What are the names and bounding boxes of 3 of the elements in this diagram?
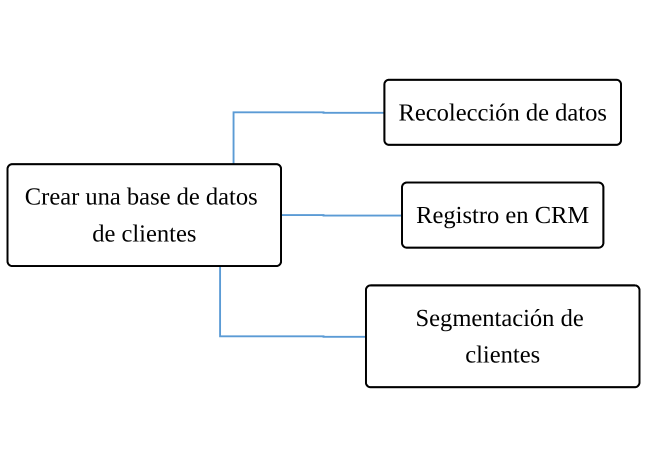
connector	[280, 214, 402, 217]
connector	[232, 111, 385, 165]
connector	[219, 266, 366, 338]
